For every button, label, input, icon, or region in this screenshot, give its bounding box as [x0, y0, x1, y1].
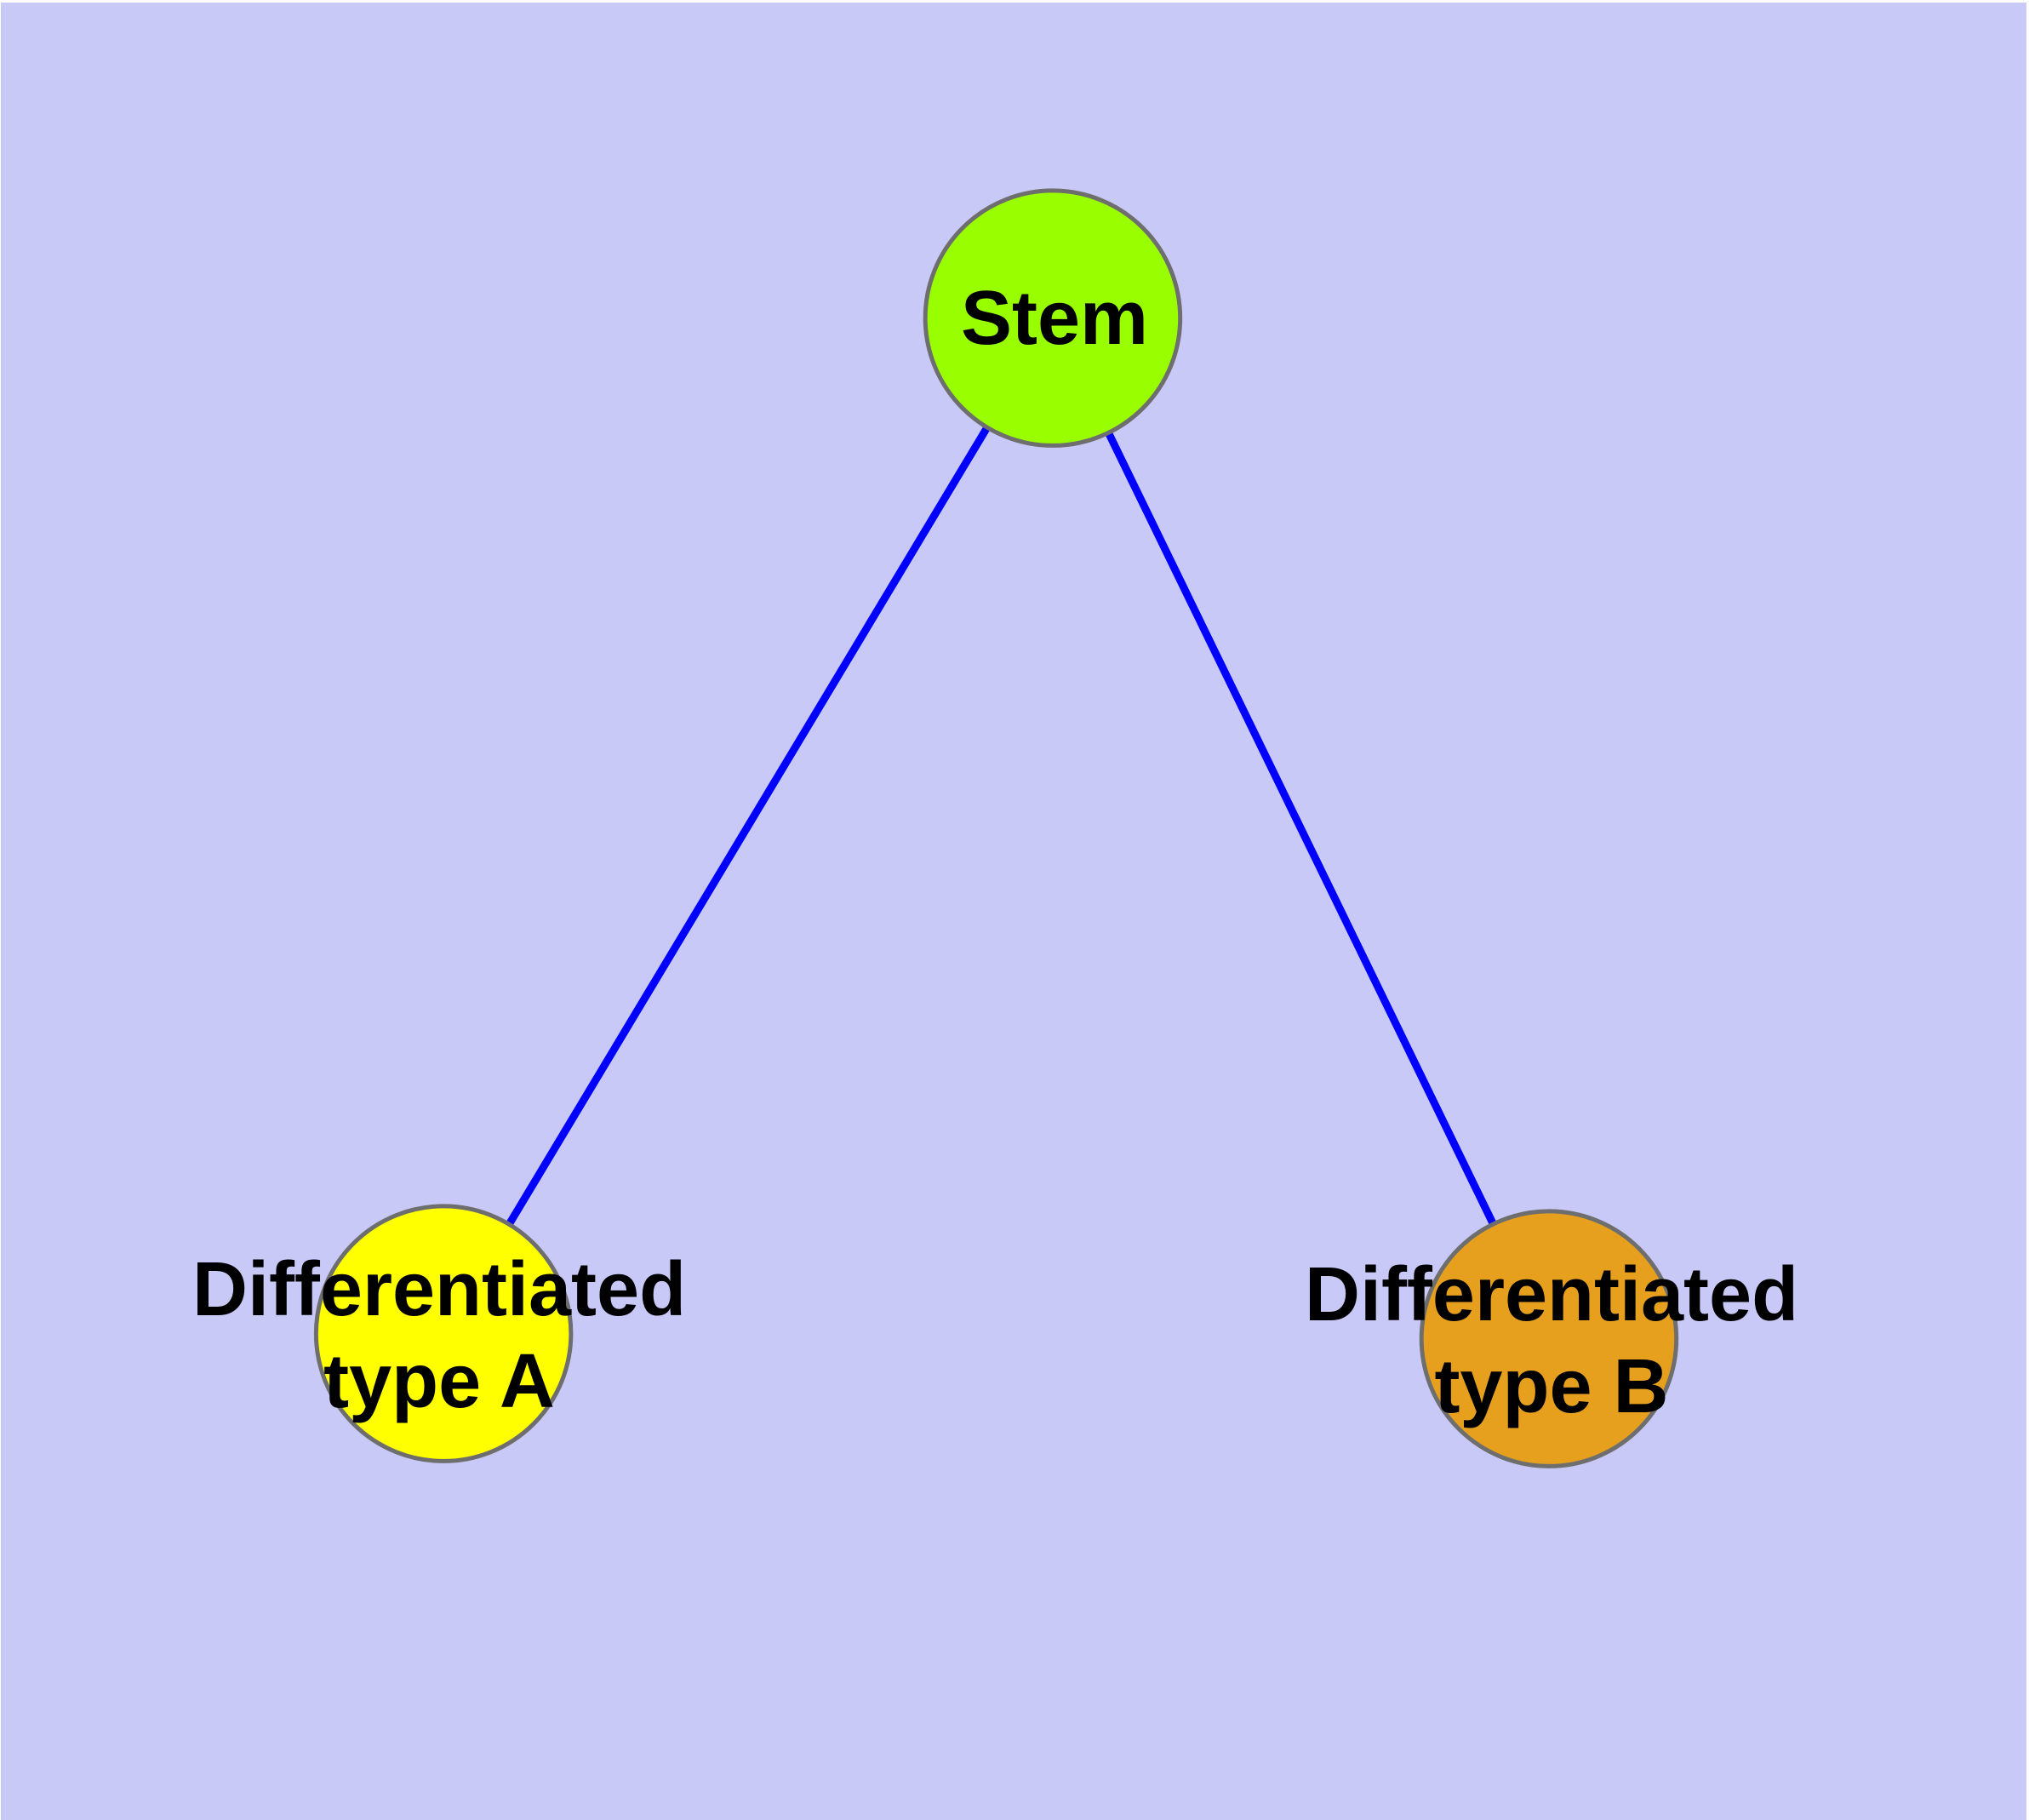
- graph-svg: [313, 188, 1679, 1468]
- node-stem: [923, 188, 1183, 448]
- edge-stem-to-type-a: [440, 316, 1056, 1336]
- node-label-differentiated-type-b: Differentiated type B: [1304, 1252, 1799, 1429]
- node-label-stem: Stem: [960, 276, 1149, 361]
- node-differentiated-type-a: [313, 1204, 574, 1463]
- edge-stem-to-type-b: [1049, 316, 1552, 1341]
- node-label-differentiated-type-a: Differentiated type A: [191, 1247, 687, 1424]
- node-differentiated-type-b: [1419, 1209, 1679, 1468]
